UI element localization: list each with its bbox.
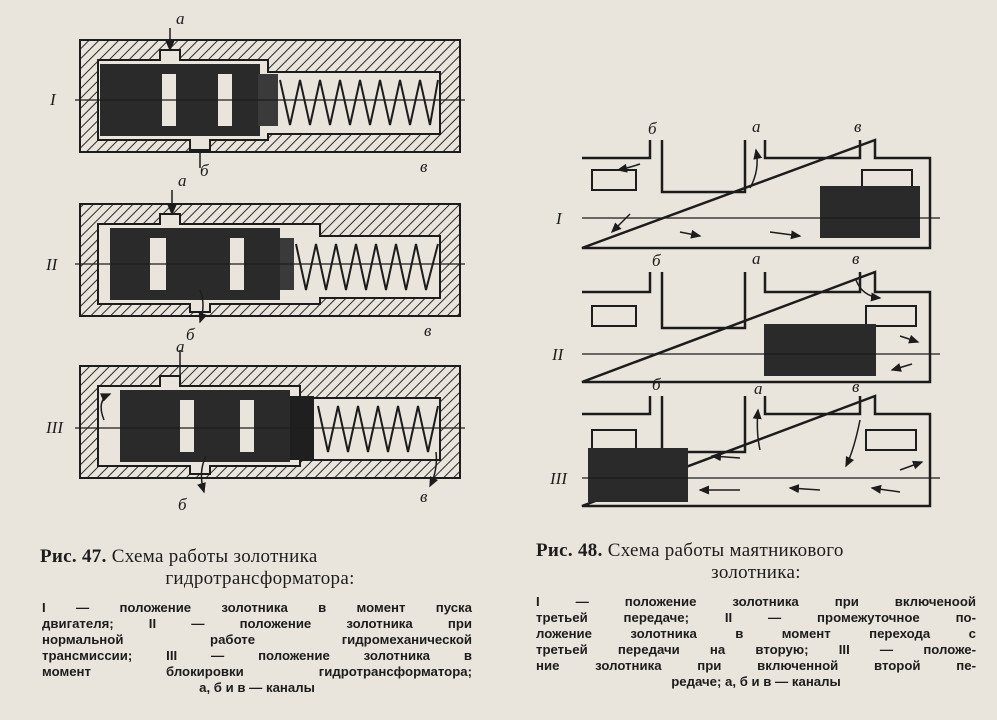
fig48-legend-line5: ние золотника при включенной второй пе- (536, 658, 976, 673)
fig47-legend-line5: момент блокировки гидротрансформатора; (42, 664, 472, 679)
fig48-pos2-channel-a: а (752, 249, 761, 268)
fig47-pos3-label: III (45, 418, 64, 437)
fig47-caption-number: 47. (82, 546, 107, 567)
fig48-pos3-channel-b: б (652, 375, 661, 394)
fig47-pos2-channel-v: в (424, 321, 432, 340)
fig48-pos1-label: I (555, 209, 563, 228)
fig48-pos2-channel-v: в (852, 249, 860, 268)
fig48-pos3-channel-a: а (754, 379, 763, 398)
fig47-pos2-channel-a: а (178, 171, 187, 190)
fig48-caption-legend: I — положение золотника при включеноой т… (536, 594, 976, 690)
fig48-valve-position-3 (581, 394, 940, 508)
fig48-pos3-channel-v: в (852, 377, 860, 396)
fig48-pos1-channel-b: б (648, 119, 657, 138)
fig47-legend-line3: нормальной работе гидромеханической (42, 632, 472, 647)
fig47-legend-line2: двигателя; II — положение золотника при (42, 616, 472, 631)
fig47-pos2-label: II (45, 255, 59, 274)
fig48-legend-line1: I — положение золотника при включеноой (536, 594, 976, 609)
fig48-valve-position-2 (581, 270, 940, 384)
fig47-pos3-channel-b: б (178, 495, 187, 514)
fig48-legend-line2: третьей передаче; II — промежуточное по- (536, 610, 976, 625)
fig48-caption-prefix: Рис. (536, 540, 573, 561)
fig47-pos1-channel-b: б (200, 161, 209, 180)
fig47-valve-position-1 (75, 28, 465, 168)
fig48-caption-title: Рис. 48. Схема работы маятникового золот… (536, 540, 976, 584)
fig47-pos1-channel-a: а (176, 9, 185, 28)
fig47-caption-prefix: Рис. (40, 546, 77, 567)
fig48-pos1-channel-a: а (752, 117, 761, 136)
fig47-pos2-channel-b: б (186, 325, 195, 344)
fig47-caption-title-line1: Схема работы золотника (111, 546, 318, 567)
fig47-valve-position-2 (75, 190, 465, 324)
fig47-caption-title: Рис. 47. Схема работы золотника гидротра… (40, 546, 480, 590)
fig48-caption-title-line2: золотника: (711, 562, 801, 583)
fig47-valve-position-3 (75, 350, 465, 494)
fig47-pos1-label: I (49, 90, 57, 109)
fig47-legend-line4: трансмиссии; III — положение золотника в (42, 648, 472, 663)
fig47-caption-title-line2: гидротрансформатора: (165, 568, 355, 589)
fig48-caption-number: 48. (578, 540, 603, 561)
fig47-legend-line6: а, б и в — каналы (199, 680, 315, 695)
fig47-pos3-channel-v: в (420, 487, 428, 506)
fig48-pos2-label: II (551, 345, 565, 364)
fig48-pos3-label: III (549, 469, 568, 488)
fig47-caption-legend: I — положение золотника в момент пуска д… (42, 600, 472, 696)
fig48-pos1-channel-v: в (854, 117, 862, 136)
fig48-legend-line3: ложение золотника в момент перехода с (536, 626, 976, 641)
fig47-pos1-channel-v: в (420, 157, 428, 176)
fig48-caption-title-line1: Схема работы маятникового (607, 540, 844, 561)
fig48-valve-position-1 (581, 138, 940, 250)
fig48-pos2-channel-b: б (652, 251, 661, 270)
fig47-pos3-channel-a: а (176, 337, 185, 356)
fig48-legend-line6: редаче; а, б и в — каналы (671, 674, 841, 689)
fig48-legend-line4: третьей передачи на вторую; III — положе… (536, 642, 976, 657)
fig47-legend-line1: I — положение золотника в момент пуска (42, 600, 472, 615)
